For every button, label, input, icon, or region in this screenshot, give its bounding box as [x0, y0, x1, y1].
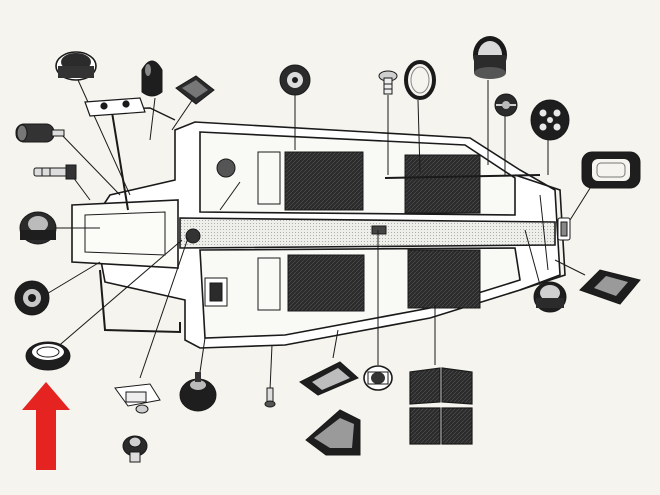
bolt: [33, 164, 77, 180]
floor-mat-1: [409, 367, 441, 405]
floor-hole-tunnel: [185, 228, 201, 244]
arrow-up-shape: [22, 382, 70, 470]
handle-grip: [15, 123, 65, 143]
4-hole-disc: [530, 99, 570, 141]
pedal-pad: [305, 409, 361, 456]
recess-rear-right: [407, 249, 481, 309]
leader-lines: [44, 79, 593, 391]
central-tunnel: [179, 217, 556, 249]
hose-clamp: [363, 365, 393, 391]
round-plug-top: [279, 64, 311, 96]
pan-floor-recesses: [185, 151, 541, 312]
grommet-top-left: [55, 51, 97, 81]
clip-small-right: [557, 217, 571, 241]
front-axle-beam: [99, 269, 181, 334]
round-plug-left: [19, 211, 57, 245]
ring-seal: [404, 60, 436, 100]
pad-wedge: [299, 361, 359, 396]
clip-bracket: [114, 383, 161, 414]
square-pad: [175, 75, 215, 105]
front-frame-head: [71, 199, 179, 269]
gear-shift-rod: [384, 174, 541, 179]
bracket-assembly: [84, 97, 146, 117]
floor-mat-3: [409, 407, 441, 445]
floor-mat-2: [441, 367, 473, 405]
recess-rear-left: [404, 154, 481, 214]
rubber-bump-stop: [179, 372, 217, 412]
split-grommet: [494, 93, 518, 117]
bolt-with-nut: [122, 435, 148, 463]
red-highlight-arrow: [22, 382, 70, 470]
large-sleeve: [473, 36, 507, 79]
rubber-knob: [141, 60, 163, 97]
round-plug-right: [533, 281, 567, 313]
panel-rib-1: [257, 151, 281, 205]
floor-mats-set: [409, 367, 473, 445]
round-plug-left-lower: [14, 280, 50, 316]
recess-front-right: [287, 254, 365, 312]
nut-screw: [378, 70, 398, 95]
oval-grommet-bottom-left: [25, 341, 71, 371]
floor-mat-4: [441, 407, 473, 445]
steering-column: [109, 99, 129, 211]
rect-gasket-right: [581, 151, 641, 189]
rear-fork-inner: [539, 194, 549, 271]
square-bracket-right: [579, 269, 641, 305]
recess-front-left: [284, 151, 364, 211]
floor-hole-upper: [216, 158, 236, 178]
panel-rib-2: [257, 257, 281, 311]
battery-opening-inner: [209, 282, 223, 302]
screw-small: [264, 387, 276, 408]
tunnel-clip: [371, 225, 387, 235]
